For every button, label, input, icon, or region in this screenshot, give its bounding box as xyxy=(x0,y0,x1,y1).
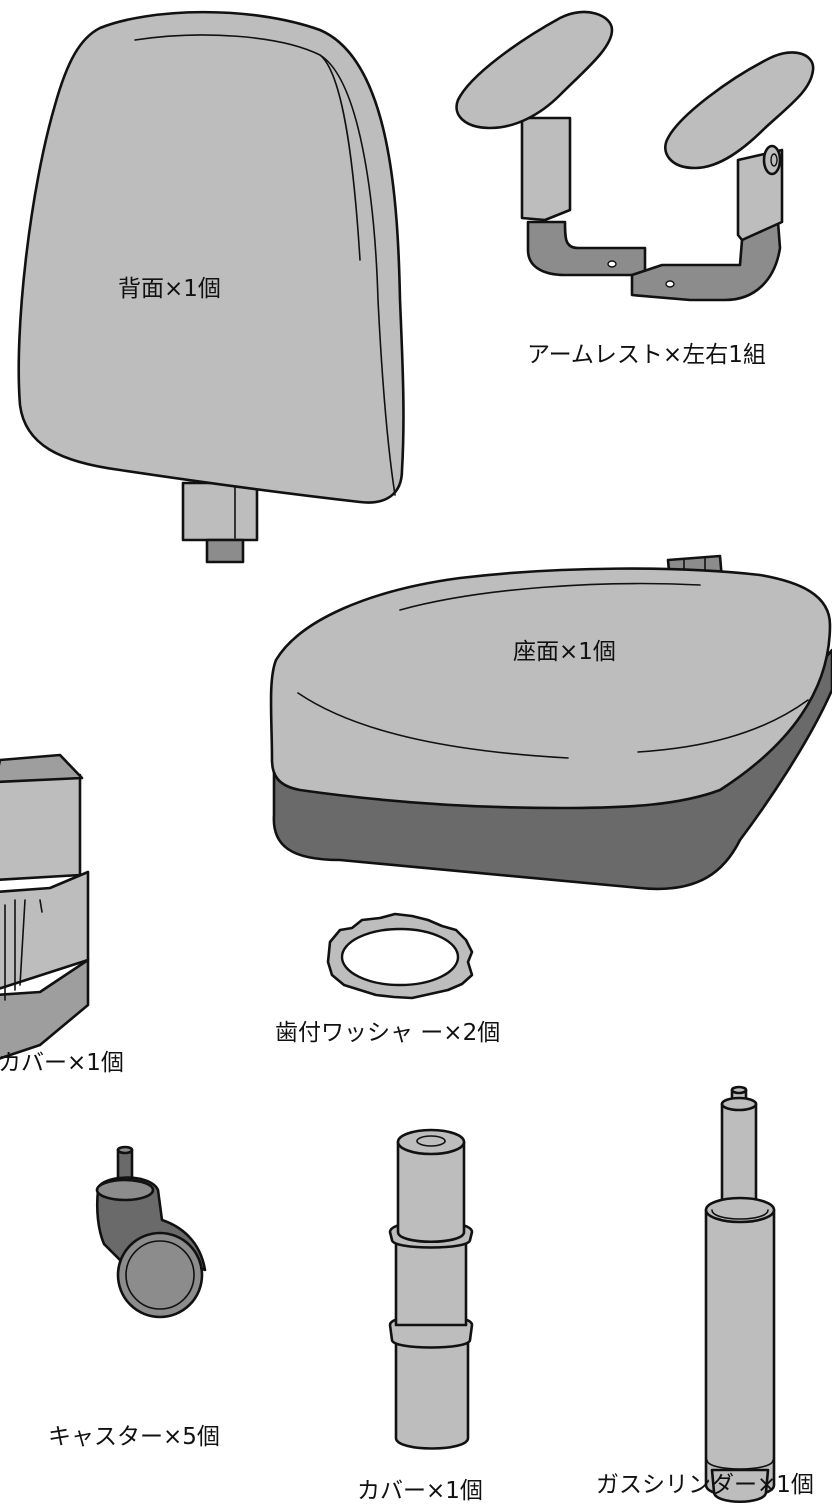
seat-part xyxy=(269,554,832,891)
caster-wheel xyxy=(116,1231,204,1319)
gas-cylinder-part xyxy=(704,1085,776,1503)
base-cover-part xyxy=(0,753,90,1060)
armrest-left-part xyxy=(455,10,647,277)
backrest-shell xyxy=(17,10,405,504)
seat-label: 座面×1個 xyxy=(513,639,616,665)
armrest-left-post xyxy=(520,116,572,222)
gas-cylinder-label: ガスシリンダー×1個 xyxy=(596,1472,814,1498)
seat-cushion xyxy=(269,567,832,810)
backrest-label: 背面×1個 xyxy=(118,276,221,302)
caster-part xyxy=(95,1145,207,1319)
washer-hole xyxy=(340,927,460,987)
base-cover-label: カバー×1個 xyxy=(0,1050,124,1076)
toothed-washer-part xyxy=(326,912,474,1000)
armrest-left-pad xyxy=(455,10,614,130)
armrest-right-part xyxy=(630,51,815,302)
cylinder-cover-part xyxy=(388,1128,474,1450)
backrest-part xyxy=(17,10,405,564)
cylinder-cover-label: カバー×1個 xyxy=(357,1478,483,1504)
armrest-left-bracket xyxy=(526,220,647,277)
backrest-stem-tip xyxy=(205,538,245,564)
backrest-stem xyxy=(181,481,259,542)
caster-label: キャスター×5個 xyxy=(48,1424,220,1450)
armrest-right-pad xyxy=(664,51,815,170)
armrest-label: アームレスト×左右1組 xyxy=(527,342,766,368)
washer-label: 歯付ワッシャ ー×2個 xyxy=(275,1020,501,1046)
